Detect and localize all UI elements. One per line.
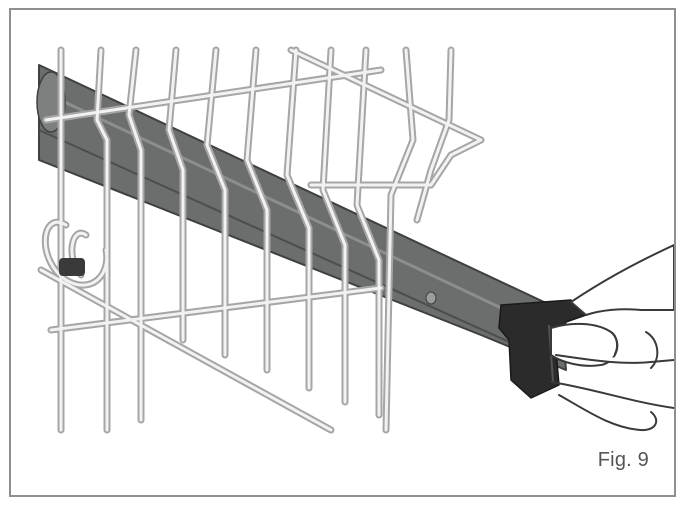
- figure-caption: Fig. 9: [597, 449, 649, 471]
- dish-rack-illustration: [36, 46, 674, 434]
- figure-frame: Fig. 9: [9, 8, 676, 497]
- hand: [550, 244, 674, 432]
- dish-rack-wire-basket: [37, 46, 485, 434]
